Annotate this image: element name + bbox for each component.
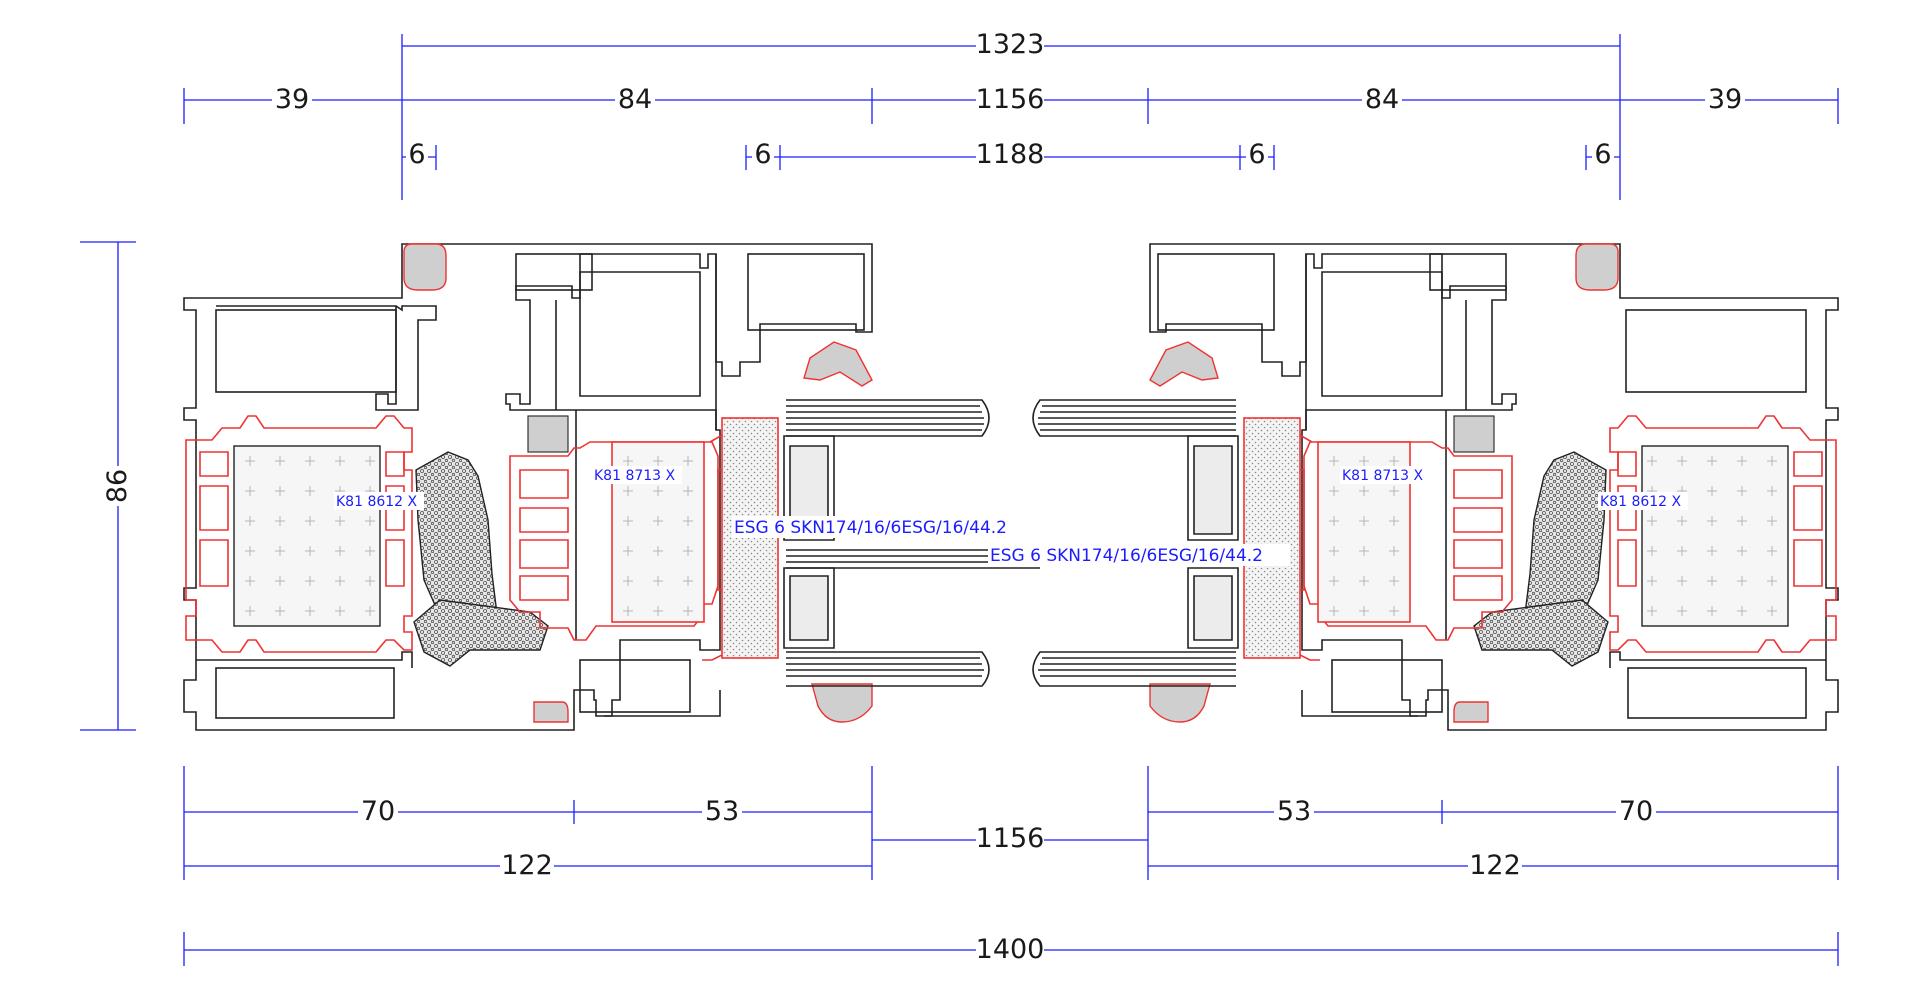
bottom-dimensions: 70 53 53 70 1156 122 122 1400 <box>183 766 1839 966</box>
gasket-left-glazing-bottom <box>811 683 873 723</box>
dim-left-overlap-a: 6 <box>408 139 425 170</box>
dim-middle: 1156 <box>976 84 1045 115</box>
dim-height: 86 <box>102 469 133 503</box>
label-right-frame-insert: K81 8612 X <box>1600 494 1682 510</box>
label-glass-right: ESG 6 SKN174/16/6ESG/16/44.2 <box>990 546 1263 566</box>
dim-right-frame-depth: 70 <box>1619 796 1653 827</box>
left-profile-assembly <box>183 243 1040 731</box>
dim-glass-width: 1188 <box>976 139 1045 170</box>
dim-left-sash-depth: 53 <box>705 796 739 827</box>
right-profile-assembly <box>1032 243 1839 731</box>
gasket-left-bottom <box>533 701 569 723</box>
label-left-sash-insert: K81 8713 X <box>594 468 676 484</box>
left-dimension: 86 <box>80 241 136 731</box>
label-right-sash-insert: K81 8713 X <box>1342 468 1424 484</box>
dim-right-total: 122 <box>1469 850 1521 881</box>
dim-overall-sash: 1323 <box>976 29 1045 60</box>
dim-right-sash: 84 <box>1365 84 1399 115</box>
component-labels: K81 8612 X K81 8713 X K81 8713 X K81 861… <box>334 466 1688 566</box>
label-left-frame-insert: K81 8612 X <box>336 494 418 510</box>
dim-right-overlap-b: 6 <box>1594 139 1611 170</box>
gasket-left-sash <box>527 415 569 453</box>
dim-overall: 1400 <box>976 934 1045 965</box>
dim-right-sash-depth: 53 <box>1277 796 1311 827</box>
top-dimensions: 1323 39 84 1156 84 39 6 6 <box>183 28 1839 200</box>
dim-left-sash: 84 <box>618 84 652 115</box>
dim-middle-gap: 1156 <box>976 823 1045 854</box>
label-glass-left: ESG 6 SKN174/16/6ESG/16/44.2 <box>734 518 1007 538</box>
dim-right-overlap-a: 6 <box>1248 139 1265 170</box>
gasket-left-top <box>403 243 447 291</box>
insert-crosses-left-sash <box>623 456 693 616</box>
dim-left-overlap-b: 6 <box>754 139 771 170</box>
insert-crosses-left <box>245 456 375 616</box>
dim-left-frame-depth: 70 <box>361 796 395 827</box>
dim-left-frame: 39 <box>275 84 309 115</box>
dim-right-frame: 39 <box>1708 84 1742 115</box>
gasket-left-glazing-top <box>803 341 873 387</box>
dim-left-total: 122 <box>501 850 553 881</box>
